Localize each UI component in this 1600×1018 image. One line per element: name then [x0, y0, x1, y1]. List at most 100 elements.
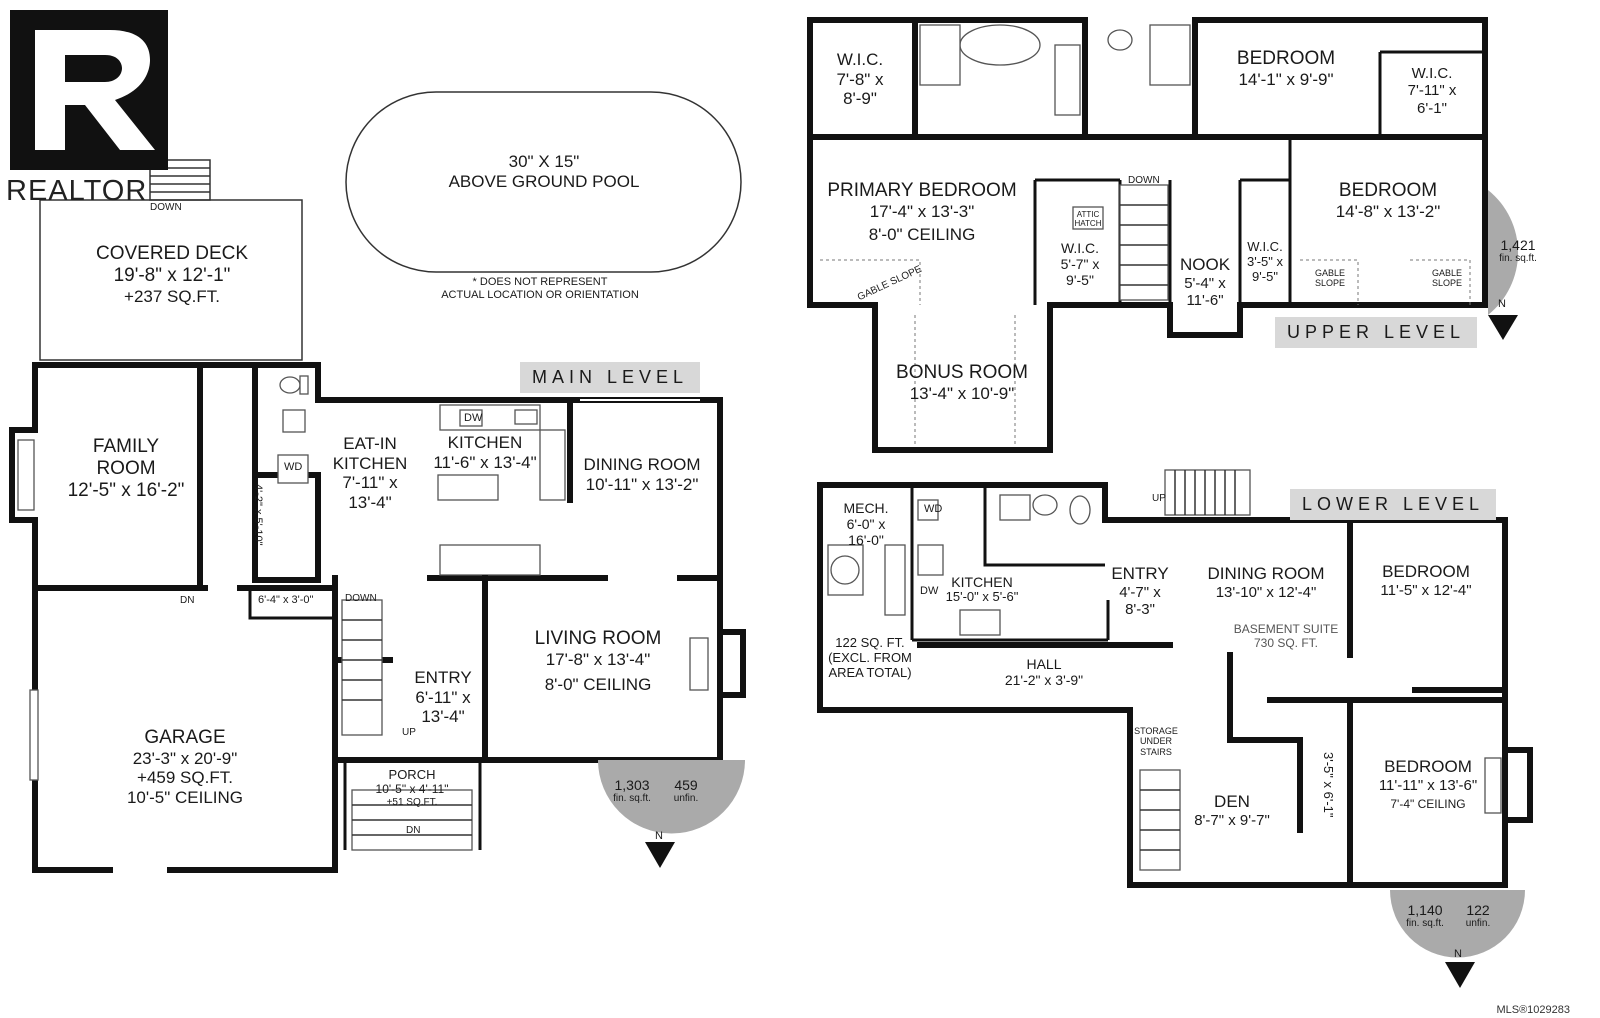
pool-outline	[345, 91, 742, 273]
bonus-room-dims: 13'-4" x 10'-9"	[909, 383, 1015, 403]
upper-bedroom2-dims: 14'-8" x 13'-2"	[1335, 201, 1441, 221]
nook-label: NOOK 5'-4" x 11'-6"	[1180, 255, 1230, 309]
living-room-name: LIVING ROOM	[534, 628, 662, 649]
lower-kitchen-dims: 15'-0" x 5'-6"	[945, 589, 1019, 605]
garage-dn-label: DN	[180, 595, 195, 606]
closet-1-dims: 6'-4" x 3'-0"	[258, 594, 314, 606]
lower-fin-unit: fin. sq.ft.	[1406, 918, 1444, 930]
kitchen-name: KITCHEN	[447, 433, 523, 452]
wic4-dims1: 3'-5" x	[1247, 253, 1283, 269]
lower-bedroom2-dims: 11'-11" x 13'-6"	[1378, 776, 1478, 794]
pool-note-line1: * DOES NOT REPRESENT	[472, 276, 608, 288]
lower-bedroom2-ceiling: 7'-4" CEILING	[1390, 796, 1466, 811]
lower-dw-label: DW	[920, 585, 939, 597]
mech-label: MECH. 6'-0" x 16'-0"	[843, 500, 888, 548]
gable-left-line2: SLOPE	[1314, 278, 1346, 289]
living-room-dims: 17'-8" x 13'-4"	[545, 649, 651, 669]
mech-name: MECH.	[843, 500, 889, 516]
storage-line1: STORAGE	[1134, 726, 1178, 736]
upper-fin-unit: fin. sq.ft.	[1499, 253, 1537, 265]
hall-name: HALL	[1026, 656, 1062, 672]
suite-line1: BASEMENT SUITE	[1233, 622, 1339, 636]
bonus-room-name: BONUS ROOM	[896, 362, 1028, 383]
wic4-dims2: 9'-5"	[1252, 268, 1278, 284]
lower-dining-name: DINING ROOM	[1207, 564, 1325, 583]
pool-type: ABOVE GROUND POOL	[448, 171, 640, 191]
entry-label: ENTRY 6'-11" x 13'-4"	[414, 668, 471, 727]
den-name: DEN	[1214, 792, 1250, 811]
main-fin-unit: fin. sq.ft.	[613, 793, 651, 805]
kitchen-dims: 11'-6" x 13'-4"	[433, 452, 537, 472]
garage-sqft: +459 SQ.FT.	[137, 768, 233, 788]
kitchen-label: KITCHEN 11'-6" x 13'-4"	[433, 433, 536, 472]
pool-label: 30" X 15" ABOVE GROUND POOL	[449, 152, 640, 191]
upper-wic3-label: W.I.C. 5'-7" x 9'-5"	[1061, 240, 1100, 288]
stairs-down-label: DOWN	[345, 593, 377, 604]
wic3-name: W.I.C.	[1060, 240, 1100, 256]
entry-dims2: 13'-4"	[421, 707, 465, 727]
porch-sqft: +51 SQ.FT.	[386, 796, 438, 808]
lower-entry-label: ENTRY 4'-7" x 8'-3"	[1111, 564, 1168, 618]
wic2-dims2: 6'-1"	[1417, 99, 1447, 117]
closet-2-dims: 4'-2" x 5'-10"	[252, 484, 264, 546]
lower-entry-dims2: 8'-3"	[1125, 600, 1155, 618]
attic-label-line2: HATCH	[1074, 219, 1102, 229]
upper-wic4-label: W.I.C. 3'-5" x 9'-5"	[1247, 239, 1283, 285]
lower-unfin-unit: unfin.	[1465, 918, 1491, 930]
dining-room-dims: 10'-11" x 13'-2"	[585, 474, 699, 494]
lower-bedroom2-name: BEDROOM	[1384, 757, 1472, 776]
porch-name: PORCH	[388, 767, 436, 782]
upper-bedroom1-name: BEDROOM	[1236, 48, 1336, 69]
upper-fin-sqft: 1,421 fin. sq.ft.	[1499, 237, 1537, 265]
nook-name: NOOK	[1179, 255, 1231, 274]
wic3-dims2: 9'-5"	[1066, 272, 1094, 289]
lower-kitchen-name: KITCHEN	[951, 574, 1013, 590]
lower-level-banner: LOWER LEVEL	[1290, 489, 1497, 520]
dining-room-label: DINING ROOM 10'-11" x 13'-2"	[583, 455, 700, 494]
lower-stairs-up-label: UP	[1152, 493, 1166, 504]
wic1-name: W.I.C.	[836, 50, 884, 69]
den-label: DEN 8'-7" x 9'-7"	[1194, 792, 1270, 829]
storage-label: STORAGE UNDER STAIRS	[1134, 726, 1178, 757]
main-unfin-sqft: 459 unfin.	[674, 777, 698, 804]
lower-entry-dims1: 4'-7" x	[1119, 583, 1161, 601]
gable-right-line2: SLOPE	[1431, 278, 1463, 289]
pool-note-line2: ACTUAL LOCATION OR ORIENTATION	[441, 288, 639, 301]
primary-bedroom-dims: 17'-4" x 13'-3"	[869, 201, 975, 221]
porch-dims: 10'-5" x 4'-11"	[375, 781, 449, 796]
upper-level-walls	[807, 17, 1519, 453]
garage-label: GARAGE 23'-3" x 20'-9" +459 SQ.FT. 10'-5…	[127, 727, 243, 807]
attic-label-line1: ATTIC	[1076, 210, 1100, 219]
hall-label: HALL 21'-2" x 3'-9"	[1005, 656, 1083, 688]
upper-bedroom1-label: BEDROOM 14'-1" x 9'-9"	[1237, 48, 1335, 89]
gable-left-line1: GABLE	[1314, 268, 1346, 278]
mls-number: MLS®1029283	[1496, 1004, 1570, 1016]
lower-level-walls	[817, 469, 1533, 988]
wic4-name: W.I.C.	[1247, 239, 1283, 254]
family-room-label: FAMILY ROOM 12'-5" x 16'-2"	[68, 436, 185, 502]
eat-in-dims1: 7'-11" x	[342, 473, 398, 493]
mech-note-line3: AREA TOTAL)	[828, 664, 912, 680]
covered-deck-name: COVERED DECK	[95, 243, 249, 264]
upper-stairs-down-label: DOWN	[1128, 175, 1160, 186]
lower-bedroom1-name: BEDROOM	[1382, 562, 1470, 581]
upper-bedroom2-label: BEDROOM 14'-8" x 13'-2"	[1336, 180, 1441, 221]
bedroom2-gable-left: GABLE SLOPE	[1315, 268, 1345, 289]
main-level-walls	[9, 159, 746, 873]
mech-note-line2: (EXCL. FROM	[828, 649, 912, 665]
basement-suite-label: BASEMENT SUITE 730 SQ. FT.	[1233, 622, 1339, 651]
main-fin-value: 1,303	[614, 777, 650, 793]
entry-name: ENTRY	[414, 668, 472, 687]
primary-bedroom-ceiling: 8'-0" CEILING	[868, 225, 976, 245]
lower-dining-label: DINING ROOM 13'-10" x 12'-4"	[1207, 564, 1324, 601]
lower-wd-label: WD	[924, 503, 943, 515]
mech-note: 122 SQ. FT. (EXCL. FROM AREA TOTAL)	[828, 635, 912, 681]
family-room-dims: 12'-5" x 16'-2"	[67, 479, 185, 501]
dishwasher-label: DW	[464, 412, 483, 424]
upper-north-label: N	[1498, 298, 1506, 310]
covered-deck-sqft: +237 SQ.FT.	[124, 286, 220, 306]
nook-dims1: 5'-4" x	[1184, 274, 1226, 292]
porch-dn-label: DN	[406, 825, 421, 836]
lower-fin-sqft: 1,140 fin. sq.ft.	[1406, 902, 1444, 930]
